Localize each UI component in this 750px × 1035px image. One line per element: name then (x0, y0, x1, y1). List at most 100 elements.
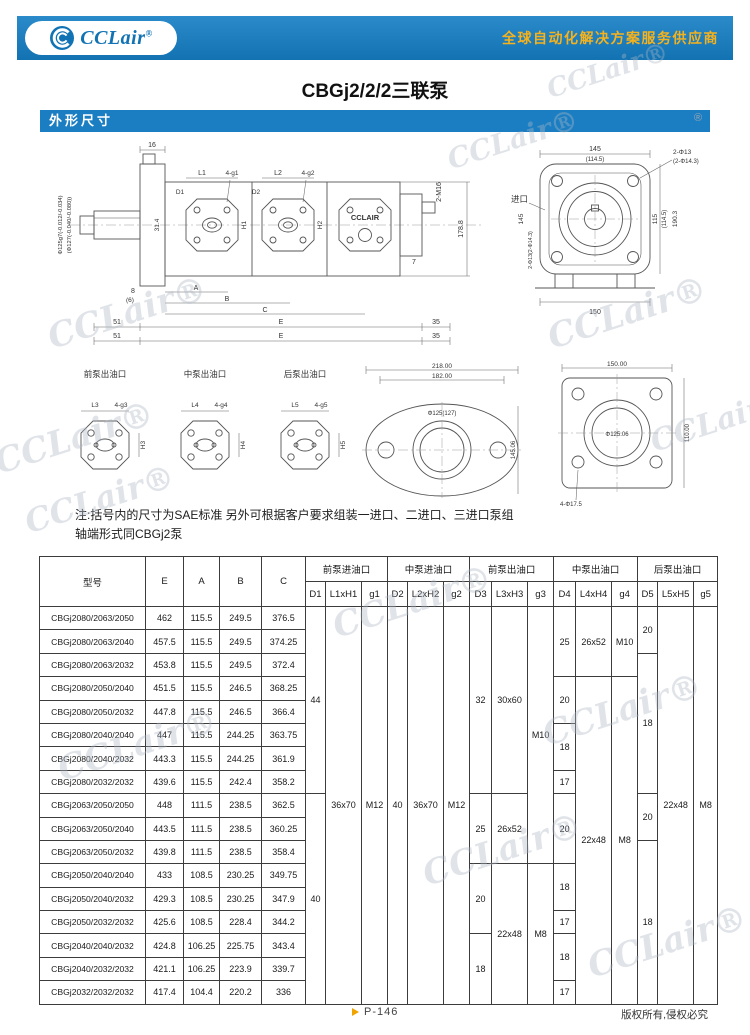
dim-label: 150.00 (607, 361, 627, 368)
cell: 26x52 (575, 605, 613, 678)
header-cell: L1xH1 (325, 581, 362, 607)
cell: 223.9 (219, 956, 262, 982)
dim-label: H4 (240, 440, 247, 449)
cell: 36x70 (407, 606, 445, 1005)
note-line-1: 注:括号内的尺寸为SAE标准 另外可根据客户要求组装一进口、二进口、三进口泵组 (75, 508, 514, 522)
cell: 111.5 (183, 816, 220, 841)
cell: 20 (637, 606, 659, 654)
dim-label: 51 (113, 319, 121, 326)
header-cell: D1 (305, 581, 326, 607)
header-cell: 型号 (39, 556, 146, 607)
cell: 238.5 (219, 793, 262, 818)
dim-label: 178.8 (458, 220, 465, 238)
dim-label: L3 (91, 402, 99, 409)
pump-end-view-drawing: 145 (114.5) 2-Φ13 (2-Φ14.3) 进口 145 2-Φ13… (511, 146, 699, 316)
cell: 20 (637, 793, 659, 841)
cell: CBGj2080/2040/2032 (39, 746, 146, 771)
dim-label: (6) (126, 297, 134, 304)
dim-label: D1 (176, 189, 185, 196)
cell: 104.4 (183, 980, 220, 1005)
page-title: CBGj2/2/2三联泵 (301, 81, 449, 102)
dim-label: 4-g2 (301, 170, 314, 177)
cell: 230.25 (219, 886, 262, 912)
dim-label: 2-Φ13(2-Φ14.3) (528, 231, 534, 269)
cell: 417.4 (145, 980, 184, 1005)
port-title: 中泵出油口 (184, 369, 227, 379)
cell: 244.25 (219, 746, 262, 771)
dim-label: 190.3 (672, 210, 679, 227)
side-view-dimension-lines (93, 146, 470, 345)
page-marker-icon (352, 1008, 359, 1016)
cell: CBGj2080/2050/2032 (39, 699, 146, 724)
header-cell: 中泵出油口 (553, 556, 639, 582)
cell: 115.5 (183, 676, 220, 701)
cell: M10 (611, 605, 639, 678)
company-tagline: 全球自动化解决方案服务供应商 (502, 30, 719, 46)
cell: 17 (553, 910, 577, 935)
cell: 368.25 (261, 676, 306, 701)
cell: 111.5 (183, 793, 220, 818)
cell: 249.5 (219, 652, 262, 678)
cell: 18 (553, 863, 577, 912)
cell: 421.1 (145, 956, 184, 982)
dim-label: 150 (589, 309, 601, 316)
cell: 362.5 (261, 793, 306, 818)
cell: 372.4 (261, 652, 306, 678)
cell: 26x52 (491, 793, 529, 865)
square-flange-geometry (558, 374, 676, 492)
cell: 376.5 (261, 605, 306, 631)
dim-label: 2-M16 (436, 182, 443, 202)
cell: 22x48 (657, 606, 695, 1005)
port-dimension-lines (81, 410, 340, 457)
cell: 439.8 (145, 839, 184, 865)
registered-mark: ® (694, 112, 703, 124)
header-cell: g1 (360, 581, 389, 607)
cell: 32 (469, 605, 493, 795)
cell: 18 (637, 839, 659, 1005)
cell: 361.9 (261, 746, 306, 771)
dim-label: 51 (113, 333, 121, 340)
header-cell: g2 (443, 581, 471, 607)
cell: 115.5 (183, 699, 220, 724)
cell: 25 (469, 793, 493, 865)
cell: 230.25 (219, 863, 262, 888)
header-cell: g3 (527, 581, 555, 607)
cell: 425.6 (145, 910, 184, 935)
header-cell: g5 (693, 581, 719, 607)
cell: 108.5 (183, 863, 220, 888)
pump-side-view-geometry (70, 153, 482, 287)
cell: CBGj2050/2040/2032 (39, 886, 146, 912)
cell: 249.5 (219, 605, 262, 631)
cell: 462 (145, 605, 184, 631)
cell: 374.25 (261, 629, 306, 654)
dim-label: Φ125(127) (428, 411, 457, 417)
cell: 443.5 (145, 816, 184, 841)
dim-label: (Φ127(-0.040/-0.080)) (67, 197, 73, 254)
dim-label: L4 (191, 402, 199, 409)
cell: 447 (145, 722, 184, 748)
cell: 22x48 (575, 676, 613, 1005)
cell: CBGj2063/2050/2050 (39, 793, 146, 818)
cell: CBGj2050/2040/2040 (39, 863, 146, 888)
cell: 108.5 (183, 910, 220, 935)
cell: 249.5 (219, 629, 262, 654)
cell: 20 (553, 676, 577, 724)
cell: 453.8 (145, 652, 184, 678)
inlet-label: 进口 (511, 194, 528, 204)
header-cell: 后泵出油口 (637, 556, 719, 582)
oval-flange-geometry (362, 402, 522, 498)
header-cell: 前泵出油口 (469, 556, 555, 582)
cell: 25 (553, 605, 577, 678)
cell: 360.25 (261, 816, 306, 841)
note-text: 注:括号内的尺寸为SAE标准 另外可根据客户要求组装一进口、二进口、三进口泵组 … (75, 506, 514, 543)
cell: CBGj2080/2063/2040 (39, 629, 146, 654)
cell: 358.4 (261, 839, 306, 865)
dim-label: C (262, 307, 267, 314)
cell: 242.4 (219, 769, 262, 795)
cell: M8 (693, 606, 719, 1005)
